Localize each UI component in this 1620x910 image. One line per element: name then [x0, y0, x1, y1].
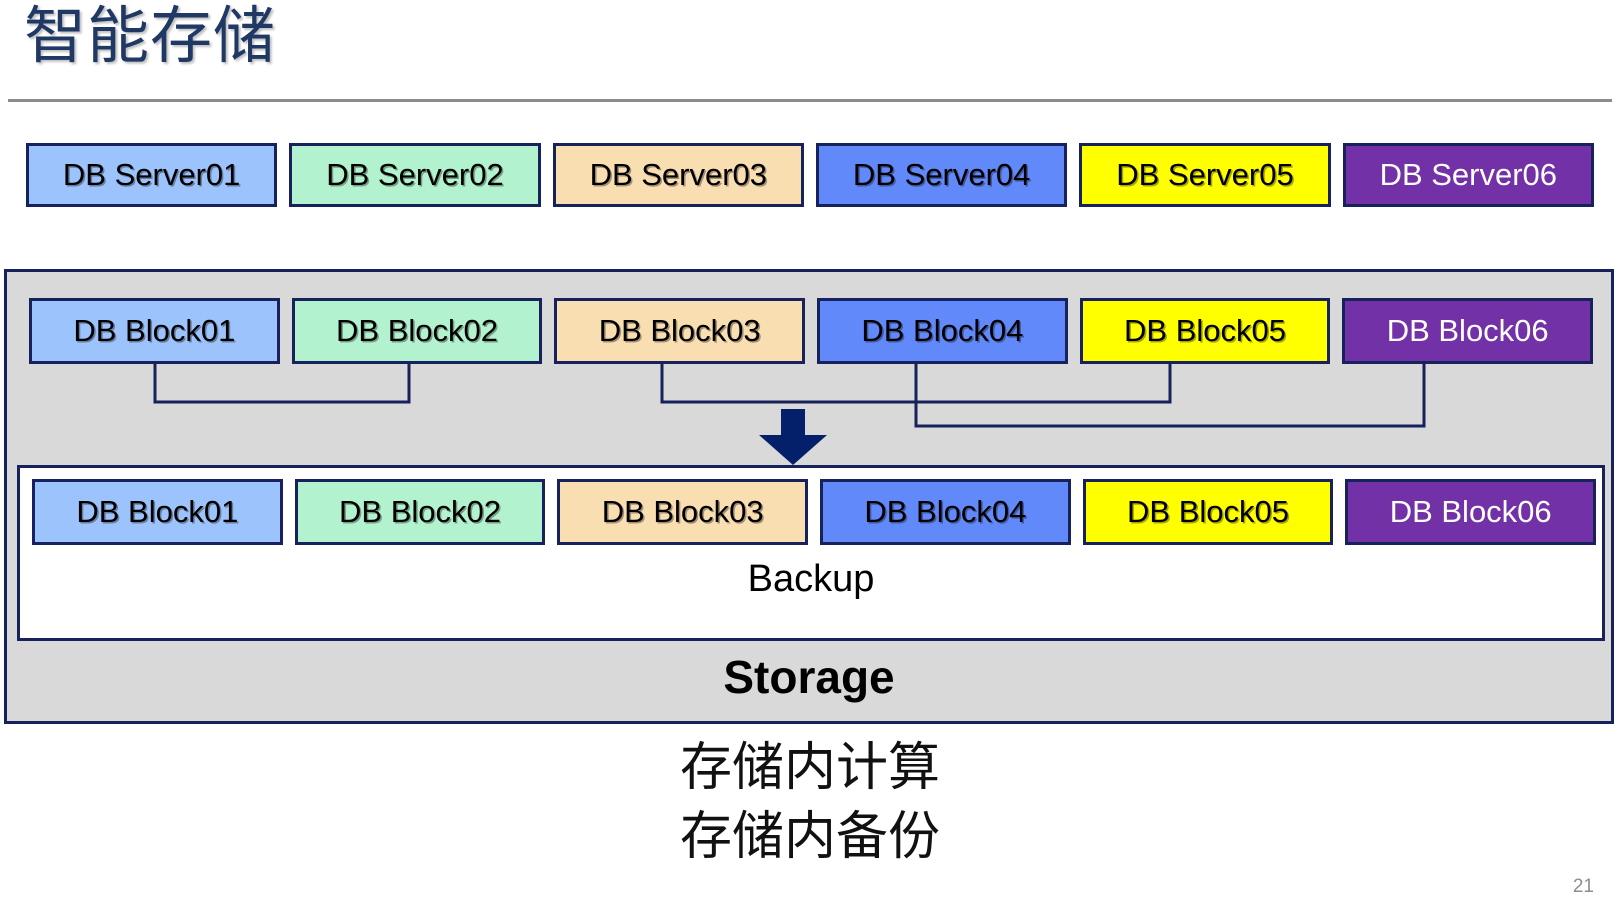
db-server-04-label: DB Server04 — [852, 157, 1031, 192]
db-block-backup-05-label: DB Block05 — [1127, 494, 1289, 529]
db-block-top-04-label: DB Block04 — [861, 313, 1024, 348]
db-block-top-04[interactable]: DB Block04 — [817, 298, 1068, 364]
db-block-top-01[interactable]: DB Block01 — [29, 298, 280, 364]
db-block-backup-06[interactable]: DB Block06 — [1345, 479, 1597, 545]
db-block-backup-03[interactable]: DB Block03 — [557, 479, 809, 545]
db-block-top-01-label: DB Block01 — [73, 313, 236, 348]
db-block-top-03[interactable]: DB Block03 — [554, 298, 806, 364]
db-block-backup-01[interactable]: DB Block01 — [32, 479, 283, 545]
db-server-01[interactable]: DB Server01 — [26, 143, 278, 207]
db-block-backup-06-label: DB Block06 — [1389, 494, 1552, 529]
backup-label: Backup — [747, 558, 875, 600]
db-server-05[interactable]: DB Server05 — [1079, 143, 1331, 207]
db-server-03-label: DB Server03 — [589, 157, 768, 192]
db-block-top-05-label: DB Block05 — [1124, 313, 1286, 348]
db-block-backup-05[interactable]: DB Block05 — [1082, 479, 1334, 545]
page-title: 智能存储 — [24, 2, 277, 71]
db-server-02-label: DB Server02 — [326, 157, 504, 192]
block-connector-lines — [153, 364, 1426, 428]
db-block-row-primary: DB Block01 DB Block02 DB Block03 DB Bloc… — [29, 298, 1594, 364]
db-server-06[interactable]: DB Server06 — [1342, 143, 1594, 207]
db-block-top-02-label: DB Block02 — [336, 313, 498, 348]
db-block-backup-02[interactable]: DB Block02 — [294, 479, 546, 545]
connector-block01-block02 — [153, 364, 411, 404]
down-arrow-icon — [759, 409, 827, 465]
caption-line-1: 存储内计算 — [679, 739, 940, 797]
storage-label: Storage — [723, 651, 895, 703]
db-block-top-02[interactable]: DB Block02 — [291, 298, 543, 364]
db-server-05-label: DB Server05 — [1116, 157, 1294, 192]
db-block-backup-04-label: DB Block04 — [864, 494, 1027, 529]
db-block-top-03-label: DB Block03 — [598, 313, 761, 348]
connector-block04-block06 — [914, 364, 1426, 428]
title-divider — [8, 99, 1612, 102]
db-block-backup-04[interactable]: DB Block04 — [820, 479, 1071, 545]
db-block-row-backup: DB Block01 DB Block02 DB Block03 DB Bloc… — [32, 479, 1597, 545]
caption-line-2: 存储内备份 — [679, 807, 940, 866]
db-block-top-06[interactable]: DB Block06 — [1342, 298, 1594, 364]
db-server-row: DB Server01 DB Server02 DB Server03 DB S… — [26, 143, 1594, 207]
backup-panel: DB Block01 DB Block02 DB Block03 DB Bloc… — [17, 465, 1605, 641]
storage-container: DB Block01 DB Block02 DB Block03 DB Bloc… — [4, 269, 1614, 724]
db-block-backup-02-label: DB Block02 — [339, 494, 501, 529]
caption-block: 存储内计算 存储内备份 — [0, 734, 1620, 871]
db-block-backup-01-label: DB Block01 — [76, 494, 239, 529]
db-block-top-06-label: DB Block06 — [1386, 313, 1549, 348]
db-server-06-label: DB Server06 — [1379, 157, 1558, 192]
db-server-03[interactable]: DB Server03 — [552, 143, 804, 207]
db-block-backup-03-label: DB Block03 — [601, 494, 764, 529]
db-server-04[interactable]: DB Server04 — [815, 143, 1068, 207]
page-number: 21 — [1572, 876, 1594, 897]
db-block-top-05[interactable]: DB Block05 — [1079, 298, 1331, 364]
db-server-01-label: DB Server01 — [62, 157, 241, 192]
db-server-02[interactable]: DB Server02 — [289, 143, 541, 207]
